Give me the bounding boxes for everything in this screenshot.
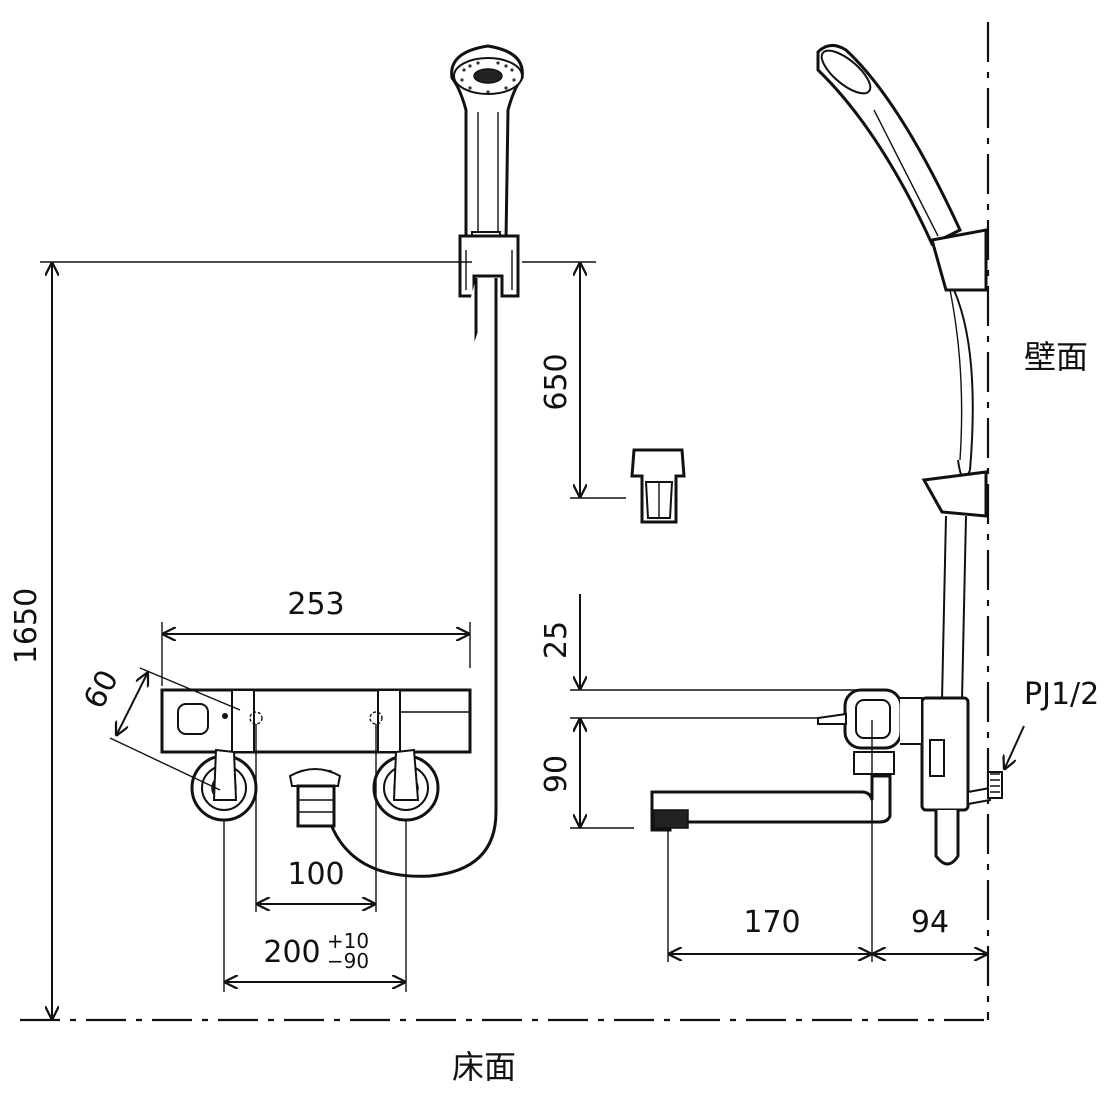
spout-side xyxy=(650,751,895,832)
dim-spout-height: 90 xyxy=(539,718,634,829)
dim-wall-offset-label: 94 xyxy=(911,905,949,940)
dim-handle-tilt-label: 60 xyxy=(77,664,126,714)
dim-holder-offset: 650 xyxy=(522,261,626,499)
dim-holder-offset-label: 650 xyxy=(539,353,574,410)
dim-top-offset-label: 25 xyxy=(539,621,574,659)
faucet-body-side xyxy=(920,696,991,866)
dim-inner-spacing: 100 xyxy=(255,724,377,912)
dim-spout-reach: 170 xyxy=(667,720,873,962)
dim-pitch-tol-plus: +10 xyxy=(327,929,369,953)
left-supply-fitting xyxy=(190,748,258,822)
dim-inner-spacing-label: 100 xyxy=(287,857,344,892)
dim-height-total: 1650 xyxy=(9,261,472,1020)
thread-fitting-side xyxy=(987,771,1003,799)
slide-bar-side xyxy=(921,228,988,701)
floor-label: 床面 xyxy=(452,1048,516,1086)
dim-body-width: 253 xyxy=(161,587,471,686)
wall-label: 壁面 xyxy=(1024,338,1088,376)
dim-spout-height-label: 90 xyxy=(539,755,574,793)
right-supply-fitting xyxy=(372,748,440,822)
dim-wall-offset: 94 xyxy=(872,905,988,954)
dim-pitch-tol-minus: −90 xyxy=(327,949,369,973)
shower-holder-loose xyxy=(630,448,686,524)
dim-spout-reach-label: 170 xyxy=(743,905,800,940)
dim-pitch-label: 200 xyxy=(263,935,320,970)
thread-label: PJ1/2 xyxy=(1024,677,1099,712)
shower-holder-front xyxy=(458,234,520,298)
dim-top-offset: 25 xyxy=(539,594,870,730)
thread-leader: PJ1/2 xyxy=(1004,677,1099,770)
shower-head-side xyxy=(816,44,962,247)
handle-side xyxy=(817,688,923,750)
faucet-body-front xyxy=(160,688,472,828)
dim-pitch: 200 +10 −90 xyxy=(223,820,407,992)
shower-head-front xyxy=(450,44,524,245)
dim-body-width-label: 253 xyxy=(287,587,344,622)
dim-height-total-label: 1650 xyxy=(9,588,44,664)
